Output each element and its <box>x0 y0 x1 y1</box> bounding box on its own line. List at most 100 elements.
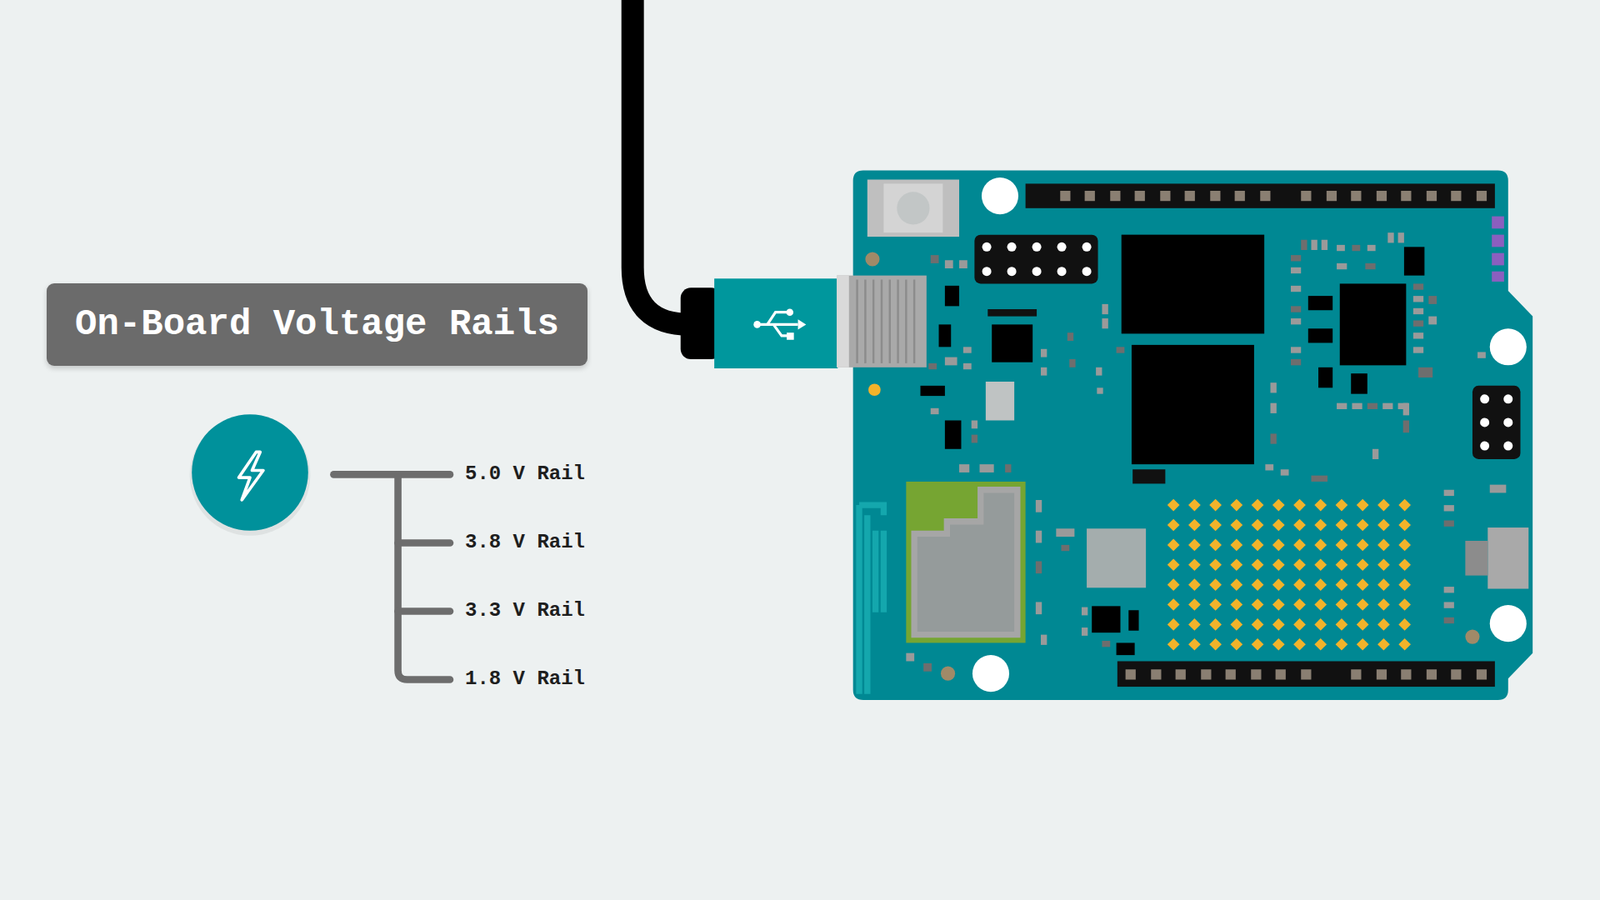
smd-part <box>1351 245 1360 251</box>
smd-part <box>923 663 932 672</box>
smd-part <box>1413 283 1424 290</box>
usb-connector-ribs <box>857 280 915 364</box>
led <box>1251 519 1265 532</box>
purple-part <box>1491 271 1505 282</box>
smd-part <box>1101 640 1110 647</box>
led <box>1188 519 1201 532</box>
led <box>1251 558 1265 571</box>
smd-part <box>1365 263 1375 270</box>
chip <box>1350 373 1368 394</box>
header-pad <box>1125 669 1136 680</box>
purple-part <box>1491 235 1505 248</box>
header-pad <box>1260 190 1270 201</box>
smd-part <box>1336 403 1347 410</box>
smd-part <box>1428 295 1437 305</box>
led <box>1167 499 1180 512</box>
led <box>1293 618 1306 631</box>
led <box>1293 499 1306 512</box>
led <box>1209 618 1222 631</box>
led <box>1377 578 1390 591</box>
header-pad <box>1060 190 1070 201</box>
header-pad <box>1376 669 1387 680</box>
chip <box>991 324 1033 362</box>
led <box>1293 519 1306 532</box>
reset-button-cap <box>896 191 930 225</box>
led <box>1335 638 1349 651</box>
smd-part <box>971 420 978 429</box>
mounting-hole <box>972 655 1010 692</box>
led <box>1356 558 1370 571</box>
smd-part <box>1280 469 1290 475</box>
smd-part <box>1265 464 1274 470</box>
usb-symbol-arrow <box>798 319 807 330</box>
led <box>1377 499 1390 512</box>
led-matrix <box>1167 499 1411 651</box>
bottom-header <box>1117 660 1495 687</box>
header-pad <box>1300 669 1311 680</box>
power-icon-circle <box>191 414 309 531</box>
led <box>1398 598 1411 611</box>
chip <box>1404 246 1425 275</box>
led <box>1230 578 1243 591</box>
led <box>1314 539 1327 552</box>
led <box>1293 558 1306 571</box>
chip <box>920 385 945 396</box>
smd-part <box>1413 308 1424 315</box>
sensor-square <box>1086 528 1146 588</box>
header-pin <box>1480 394 1490 404</box>
smd-part <box>1270 403 1276 414</box>
led <box>1209 539 1222 552</box>
led <box>1356 598 1370 611</box>
usb-symbol-dot <box>785 308 794 316</box>
smd-part <box>1444 586 1455 593</box>
smd-part <box>1116 346 1125 353</box>
led <box>1335 499 1349 512</box>
led <box>1272 638 1285 651</box>
smd-part <box>1372 449 1379 460</box>
header-pin <box>1057 242 1067 252</box>
smd-part <box>1444 505 1455 511</box>
smd-part <box>1444 490 1455 496</box>
chip <box>945 420 962 449</box>
led <box>1188 578 1201 591</box>
led <box>1377 519 1390 532</box>
side-pins <box>1480 394 1513 450</box>
led <box>1377 618 1390 631</box>
header-pin <box>1503 441 1513 451</box>
chip <box>1091 605 1120 633</box>
led <box>1335 519 1349 532</box>
header-pad <box>1300 190 1311 201</box>
smd-part <box>1040 635 1047 645</box>
header-pad <box>1275 669 1286 680</box>
led <box>1188 539 1201 552</box>
smd-part <box>1336 245 1345 251</box>
purple-part <box>1491 216 1505 230</box>
header-pin <box>1480 441 1490 451</box>
status-led <box>868 383 881 396</box>
smd-part <box>1005 464 1011 473</box>
icsp-header <box>974 235 1098 285</box>
led <box>1251 578 1265 591</box>
led <box>1314 618 1327 631</box>
led <box>1230 539 1243 552</box>
smd-part <box>1290 285 1301 292</box>
header-pad <box>1135 190 1145 201</box>
smd-part <box>1403 420 1410 433</box>
led <box>1188 558 1201 571</box>
mounting-hole <box>981 177 1019 215</box>
smd-part <box>1060 545 1070 551</box>
smd-part <box>1477 351 1486 358</box>
header-pad <box>1160 190 1170 201</box>
side-connector <box>1487 527 1529 589</box>
led <box>1272 519 1285 532</box>
header-pad <box>1185 190 1195 201</box>
led <box>1293 638 1306 651</box>
smd-part <box>1290 346 1301 353</box>
led <box>1377 638 1390 651</box>
led <box>1272 598 1285 611</box>
led <box>1377 598 1390 611</box>
smd-part <box>1290 359 1301 365</box>
usb-symbol-dot <box>753 320 761 329</box>
smd-part <box>1290 267 1301 274</box>
